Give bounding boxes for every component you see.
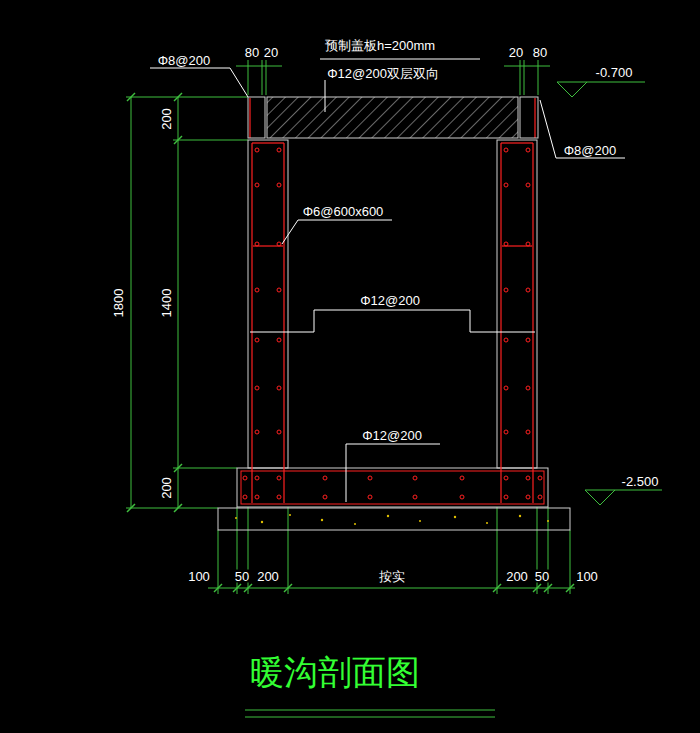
left-wall [248,140,288,468]
base-rebar [241,471,544,504]
dimension: 50 [234,570,250,583]
rebar-spec: Φ12@200 [359,294,421,307]
dimension: 200 [505,570,529,583]
dimension-lines [126,60,662,717]
aggregate-dots [235,514,549,525]
level-mark: -2.500 [621,475,660,488]
dimension: 20 [508,46,524,59]
rebar-dots [243,148,542,499]
dimension: 50 [534,570,550,583]
dimension: 100 [187,570,211,583]
dimension: 1800 [112,288,125,319]
dimension: 20 [263,46,279,59]
dimension: 1400 [160,288,173,319]
concrete-cushion [218,508,570,530]
right-wall [497,140,537,468]
dimension: 200 [160,476,173,500]
rebar-spec: Φ12@200双层双向 [326,67,440,80]
dimension: 按实 [378,570,406,583]
cover-slab [267,97,518,138]
dimension: 200 [160,107,173,131]
drawing-title: 暖沟剖面图 [250,655,420,689]
rebar-spec: Φ8@200 [157,54,212,67]
rebar-spec: Φ6@600x600 [302,205,385,218]
dimension: 80 [532,46,548,59]
rebar-spec: Φ12@200 [361,429,423,442]
slab-note: 预制盖板h=200mm [324,39,436,52]
wall-rebar [250,98,535,503]
dimension: 80 [244,46,260,59]
rebar-spec: Φ8@200 [563,144,618,157]
dimension: 100 [575,570,599,583]
level-mark: -0.700 [595,66,634,79]
dimension: 200 [256,570,280,583]
leader-lines [150,59,625,502]
